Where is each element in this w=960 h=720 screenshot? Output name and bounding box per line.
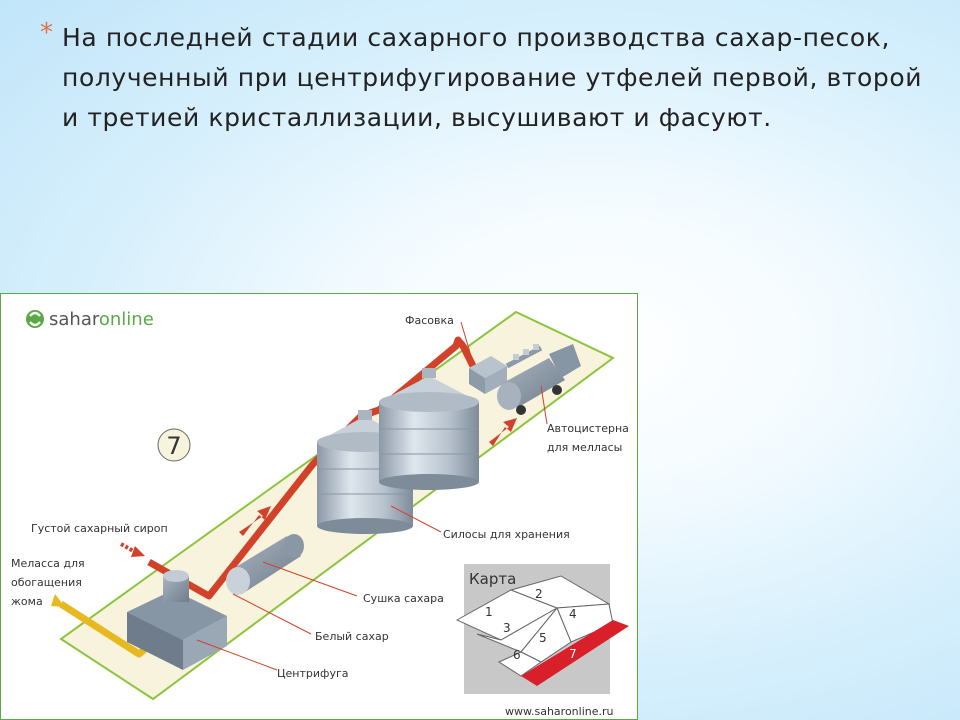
dryer-drum	[226, 534, 304, 595]
map-inset: Карта 1 2 3 4 5 6 7	[455, 564, 629, 694]
label-molasses-2: обогащения	[11, 576, 82, 589]
stage-number: 7	[166, 432, 181, 460]
website-url: www.saharonline.ru	[505, 705, 614, 718]
saharonline-logo: saharonline	[26, 309, 154, 330]
molasses-arrow	[51, 594, 65, 607]
logo-text-sahar: sahar	[49, 309, 100, 330]
map-cell-6-area	[497, 651, 542, 677]
map-cell-4-num: 4	[569, 607, 577, 621]
logo-text-ne: ne	[131, 309, 153, 330]
map-cell-5-num: 5	[539, 631, 547, 645]
map-title: Карта	[469, 570, 516, 588]
stage-number-badge: 7	[157, 428, 191, 462]
label-syrup: Густой сахарный сироп	[31, 522, 168, 535]
label-tanker-2: для мелласы	[547, 441, 622, 454]
production-diagram: saharonline	[0, 293, 638, 720]
flow-arrow-1	[239, 506, 271, 536]
logo-text-i: i	[126, 309, 131, 330]
svg-text:saharonline: saharonline	[49, 309, 154, 330]
label-silos: Силосы для хранения	[443, 528, 570, 541]
map-cell-2-num: 2	[535, 587, 543, 601]
tanker-truck	[497, 344, 581, 415]
label-molasses-3: жома	[11, 595, 43, 608]
map-cell-7-num: 7	[569, 647, 577, 661]
diagram-canvas: saharonline	[11, 309, 629, 718]
bullet-text: На последней стадии сахарного производст…	[62, 23, 923, 132]
map-cell-6-num: 6	[513, 648, 521, 662]
packaging-machine	[469, 344, 543, 394]
map-cell-1-num: 1	[485, 605, 493, 619]
flow-arrow-2	[489, 418, 517, 446]
label-packaging: Фасовка	[405, 314, 454, 327]
syrup-arrow	[120, 542, 145, 557]
map-cell-3-num: 3	[503, 621, 511, 635]
map-cell-7-area	[521, 620, 629, 686]
label-molasses-1: Меласса для	[11, 557, 85, 570]
label-dryer: Сушка сахара	[363, 592, 444, 605]
leader-lines	[196, 321, 548, 671]
label-centrifuge: Центрифуга	[277, 667, 348, 680]
label-white-sugar: Белый сахар	[315, 630, 389, 643]
logo-text-onl: onl	[99, 309, 126, 330]
bullet-marker: *	[40, 18, 53, 48]
flow-arrows	[239, 418, 517, 536]
label-tanker-1: Автоцистерна	[547, 422, 629, 435]
silo-2	[379, 368, 479, 490]
bullet-point: * На последней стадии сахарного производ…	[40, 18, 940, 138]
